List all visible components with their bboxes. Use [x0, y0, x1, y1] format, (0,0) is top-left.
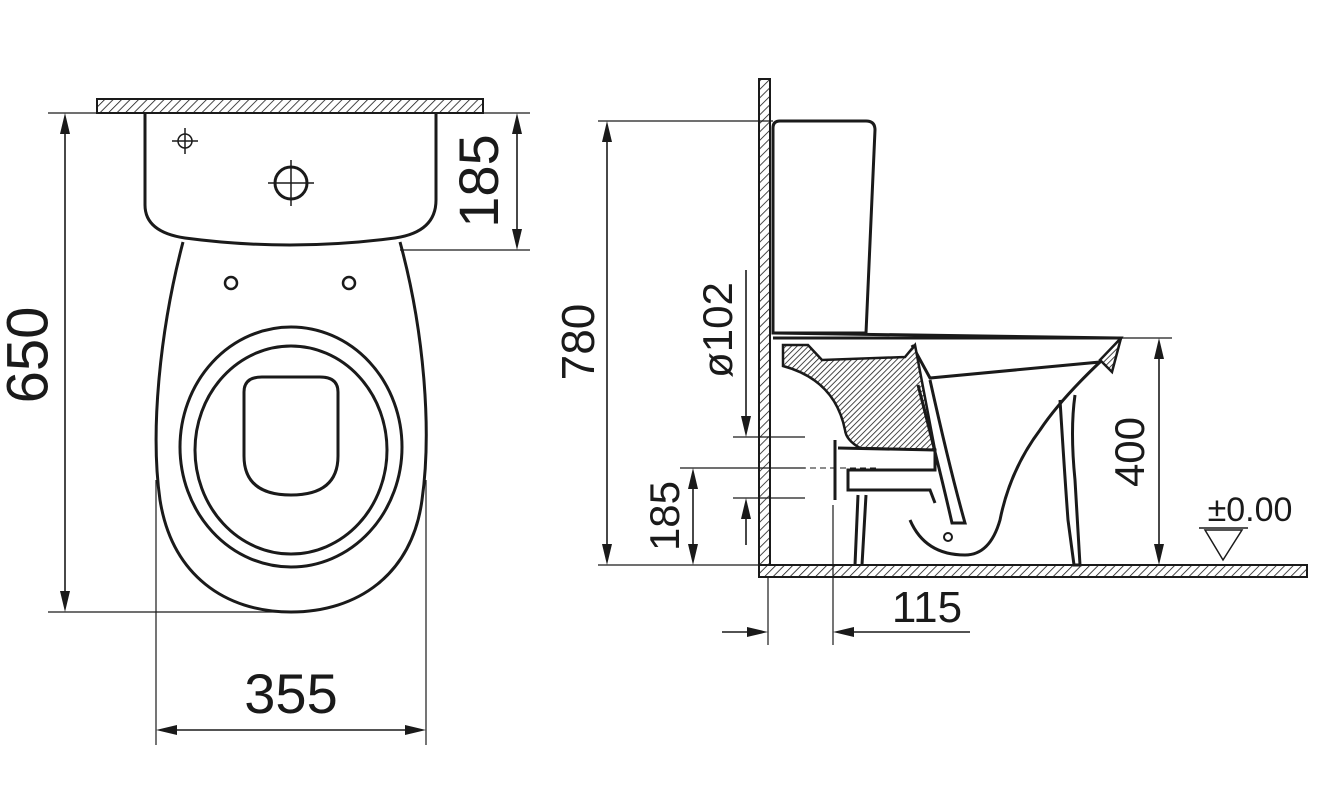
floor-level-icon [1203, 529, 1244, 562]
side-pedestal-back [853, 494, 868, 566]
side-jet-hole [943, 532, 953, 542]
dim-label-185-side: 185 [641, 481, 688, 551]
side-cistern [771, 119, 877, 335]
side-pedestal-front [1058, 394, 1082, 567]
plan-wall [96, 98, 484, 114]
dim-label-115: 115 [892, 583, 962, 632]
hinge-hole-right [341, 275, 357, 291]
floor-level-label: ±0.00 [1208, 491, 1293, 529]
plan-view: 650 185 355 [0, 98, 530, 745]
fill-valve-icon [172, 128, 198, 154]
dim-label-780: 780 [552, 304, 604, 381]
side-view: 780 ø102 185 400 ±0.00 115 [552, 78, 1308, 645]
side-bowl-interior [916, 379, 967, 525]
hinge-hole-left [223, 275, 239, 291]
plan-cistern [143, 113, 438, 247]
flush-button-icon [268, 160, 314, 206]
plan-rim-inner [193, 344, 389, 556]
side-outlet [837, 446, 937, 504]
side-ceramic-section [781, 342, 937, 452]
dim-label-185-top: 185 [447, 134, 510, 227]
dim-label-650: 650 [0, 307, 60, 404]
plan-rim-outer [178, 325, 404, 569]
dim-label-355: 355 [244, 662, 337, 725]
side-wall [758, 78, 771, 578]
side-rim-section [1098, 337, 1123, 375]
dim-label-400: 400 [1106, 417, 1153, 487]
side-bowl-trap [908, 360, 1102, 557]
side-floor [758, 564, 1308, 578]
dim-label-pipe-diameter: ø102 [694, 282, 741, 378]
plan-bowl-opening [242, 375, 340, 497]
